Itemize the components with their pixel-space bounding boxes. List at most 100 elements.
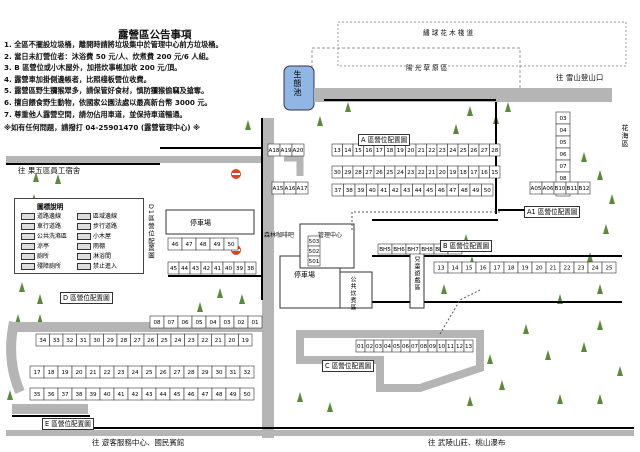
tree-icon: [297, 392, 303, 402]
campsite-number: 48: [461, 188, 469, 194]
legend-swatch: [77, 243, 91, 250]
legend-item: 殘障廁所: [37, 263, 62, 270]
zone-c-label: C 區營位配置圖: [322, 360, 375, 372]
notice-item: 7. 尊重他人露營空間，請勿佔用車道，並保持車道暢通。: [4, 109, 187, 119]
campsite-number: A20: [293, 148, 304, 154]
campsite-number: 15: [465, 266, 473, 272]
campsite-number: 25: [605, 266, 613, 272]
legend-swatch: [21, 233, 35, 240]
campsite-number: 21: [418, 148, 426, 154]
tree-icon: [597, 394, 603, 404]
campsite-number: 03: [223, 320, 231, 326]
campsite-number: 01: [251, 320, 259, 326]
tree-icon: [581, 342, 587, 352]
campsite-number: 15: [491, 170, 499, 176]
campsite-number: 31: [80, 338, 88, 344]
zone-a1-label: A1 區營位配置圖: [524, 206, 581, 218]
campsite-number: 09: [429, 344, 437, 350]
campsite-number: 07: [167, 320, 175, 326]
legend-swatch: [77, 233, 91, 240]
campsite-number: 23: [577, 266, 585, 272]
campsite-number: 32: [243, 370, 250, 376]
map-legend: 圖標說明 道路邊線區域邊線車行道路步行道路公共洗滌區小木屋涼亭雨棚廁所淋浴間殘障…: [14, 198, 144, 274]
notice-item: 3. B 區營位或小木屋外，加搭炊事帳加收 200 元/頂。: [4, 63, 182, 73]
campsite-number: 19: [242, 338, 250, 344]
to-wuling-label: 往 武陵山莊、桃山瀑布: [428, 438, 506, 447]
campsite-number: 28: [187, 370, 195, 376]
campsite-number: 06: [181, 320, 189, 326]
notice-item: 5. 露營區野生獼猴眾多，請保管好食材，慎防獼猴偷竊及搶奪。: [4, 86, 209, 96]
campsite-number: 21: [215, 338, 223, 344]
campsite-number: 18: [47, 370, 55, 376]
tree-icon: [37, 314, 43, 324]
campsite-number: 23: [188, 338, 196, 344]
campsite-number: 33: [53, 338, 61, 344]
campsite-a_top: [489, 143, 501, 157]
zone-d-label: D 區營位配置圖: [60, 292, 113, 304]
walking-path: [351, 211, 500, 230]
tree-icon: [345, 102, 351, 112]
campsite-number: BH7: [407, 247, 419, 253]
campsite-number: 50: [484, 188, 492, 194]
roads: [6, 88, 634, 438]
campsite-number: 19: [61, 370, 69, 376]
zone-e-label: E 區營位配置圖: [42, 418, 94, 430]
legend-swatch: [77, 253, 91, 260]
campsite-number: A18: [269, 148, 280, 154]
campsite-number: 18: [460, 170, 468, 176]
campsite-d_row2: [238, 333, 253, 347]
tree-icon: [327, 402, 333, 412]
sunny-meadow-label: 陽 光 草 原 區: [406, 64, 448, 72]
campsite-number: 29: [107, 338, 115, 344]
legend-item: 區域邊線: [93, 213, 118, 220]
legend-item: 禁止進入: [93, 263, 118, 270]
campsite-number: 21: [428, 170, 436, 176]
management-center-label: 管理中心: [318, 232, 343, 239]
legend-swatch: [77, 263, 91, 270]
campsite-number: 47: [449, 188, 457, 194]
tree-icon: [217, 288, 223, 298]
tree-icon: [581, 152, 587, 162]
campsite-number: 22: [563, 266, 570, 272]
legend-item: 步行道路: [93, 223, 118, 230]
campsite-number: 03: [375, 344, 383, 350]
campsite-number: 05: [195, 320, 203, 326]
campsite-number: 48: [215, 392, 223, 398]
campsite-number: 20: [535, 266, 543, 272]
tree-icon: [499, 380, 505, 390]
campsite-number: 17: [493, 266, 501, 272]
legend-swatch: [21, 243, 35, 250]
campsite-number: 13: [334, 148, 342, 154]
public-kitchen-label: 公共炊煮區: [349, 276, 356, 311]
campsite-number: 20: [75, 370, 83, 376]
tree-icon: [609, 194, 615, 204]
campsite-number: 41: [117, 392, 125, 398]
tree-icon: [15, 314, 21, 324]
to-dorm-label: 往 果五區員工宿舍: [18, 166, 81, 175]
campsite-number: 47: [185, 242, 193, 248]
campsite-number: 50: [243, 392, 251, 398]
campsite-number: 24: [591, 266, 599, 272]
parking-top: [165, 209, 255, 235]
tree-icon: [545, 350, 551, 360]
kids-playground-label: 兒童遊戲區: [413, 256, 420, 291]
campsite-d_row3: [239, 365, 255, 379]
tree-icon: [453, 124, 459, 134]
campsite-d1_bottom: [244, 261, 257, 275]
campsite-number: 37: [334, 188, 342, 194]
tree-icon: [317, 116, 323, 126]
campsite-number: 47: [201, 392, 209, 398]
notice-item: 4. 露營車加掛側邊帳者，比照棧板營位收費。: [4, 74, 151, 84]
campsite-number: 24: [397, 170, 405, 176]
legend-title: 圖標說明: [37, 203, 64, 211]
legend-item: 小木屋: [93, 233, 112, 240]
campsite-number: 05: [559, 140, 567, 146]
hydrangea-trail-label: 繡 球 花 木 棧 道: [423, 29, 474, 37]
campsite-number: 28: [491, 148, 499, 154]
legend-item: 涼亭: [37, 243, 50, 250]
campsite-number: B11: [567, 186, 578, 192]
campsite-number: 24: [131, 370, 139, 376]
notice-item: 2. 當日未訂營位者：沐浴費 50 元/人、炊煮費 200 元/6 人組。: [4, 51, 213, 61]
tree-icon: [505, 102, 511, 112]
forest-cafe-label: 森林咖啡吧: [264, 232, 295, 239]
